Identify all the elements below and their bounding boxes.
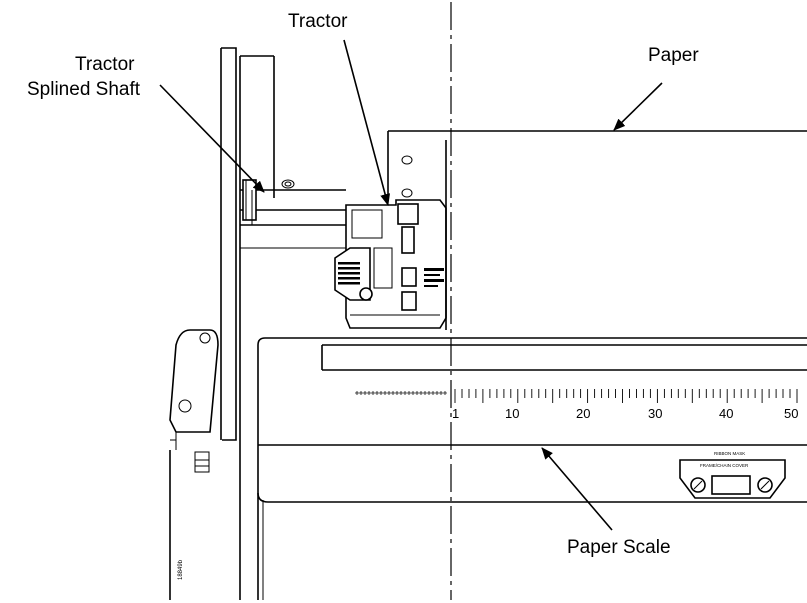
scale-dot [411, 391, 415, 395]
scale-number: 50 [784, 406, 798, 421]
ribbon-mask-cover-plate: RIBBON MASK FRAME/CHAIN COVER [679, 451, 786, 499]
tractor-label: Tractor [288, 11, 348, 32]
scale-dot [403, 391, 407, 395]
splined-shaft-label-line1: Tractor [75, 54, 135, 75]
scale-dot [359, 391, 363, 395]
scale-number: 10 [505, 406, 519, 421]
paper-scale-numbers: 1 10 20 30 40 50 [452, 406, 798, 421]
scale-number: 30 [648, 406, 662, 421]
paper-arrow [613, 82, 663, 131]
scale-dot [399, 391, 403, 395]
callout-arrows [159, 39, 663, 531]
scale-dot [355, 391, 359, 395]
scale-number: 20 [576, 406, 590, 421]
tractor-label-marks [424, 268, 444, 287]
scale-dot [427, 391, 431, 395]
scale-dot [363, 391, 367, 395]
tractor-splined-shaft [240, 179, 346, 249]
tractor-assembly [334, 199, 447, 329]
scale-dot [435, 391, 439, 395]
scale-dot [443, 391, 447, 395]
paper-scale-assembly [257, 337, 807, 600]
figure-id: 18849b [178, 559, 184, 580]
scale-dot [419, 391, 423, 395]
scale-dot [371, 391, 375, 395]
paper-scale-label: Paper Scale [567, 537, 671, 558]
scale-number: 1 [452, 406, 459, 421]
paper-scale-arrow [541, 447, 613, 531]
scale-dot [431, 391, 435, 395]
scale-dot [379, 391, 383, 395]
tractor-arrow [343, 39, 390, 206]
scale-dot [415, 391, 419, 395]
scale-dot [391, 391, 395, 395]
scale-dot [387, 391, 391, 395]
scale-dot [367, 391, 371, 395]
scale-dot [395, 391, 399, 395]
scale-dot [439, 391, 443, 395]
splined-shaft-arrow [159, 84, 265, 193]
paper-sheet [387, 130, 807, 330]
tractor-grip-lines [338, 262, 360, 285]
paper-scale-ruler [355, 389, 798, 403]
scale-dot [407, 391, 411, 395]
scale-number: 40 [719, 406, 733, 421]
cover-label-line1: RIBBON MASK [714, 451, 745, 456]
cover-label-line2: FRAME/CHAIN COVER [700, 463, 749, 468]
scale-dot [375, 391, 379, 395]
scale-dot [383, 391, 387, 395]
paper-label: Paper [648, 45, 699, 66]
splined-shaft-label-line2: Splined Shaft [27, 79, 141, 100]
scale-dot [423, 391, 427, 395]
printer-frame [169, 47, 275, 600]
